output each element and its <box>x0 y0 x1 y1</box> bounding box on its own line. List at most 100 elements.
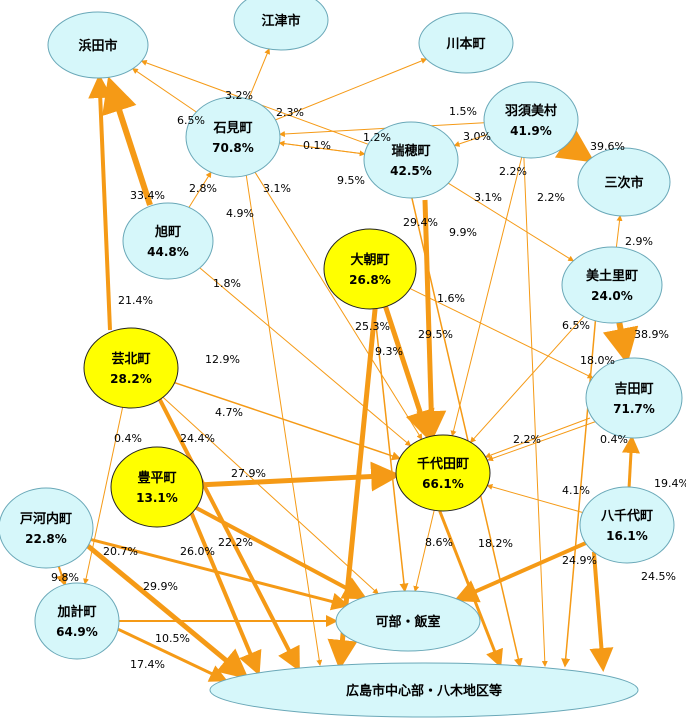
flow-label-yachiyo-to-kabe: 24.9% <box>562 554 597 567</box>
node-shape-tokouchi <box>0 487 94 569</box>
node-shape-kake <box>34 582 120 660</box>
flow-label-geihoku-to-kabe: 4.7% <box>215 406 243 419</box>
flow-label-tokouchi-to-kabe: 20.7% <box>103 545 138 558</box>
node-pct-toyohira: 13.1% <box>136 491 178 505</box>
flow-arrow-hasumi-to-miyoshi <box>554 127 595 163</box>
node-pct-oasa: 26.8% <box>349 273 391 287</box>
node-pct-chiyoda: 66.1% <box>422 477 464 491</box>
flow-label-iwami-to-kawamoto: 2.3% <box>276 106 304 119</box>
node-hiroshima: 広島市中心部・八木地区等 <box>209 662 639 718</box>
node-pct-yachiyo: 16.1% <box>606 529 648 543</box>
flow-arrow-iwami-to-gotsu <box>248 48 270 100</box>
flow-label-tokouchi-to-hiroshima: 29.9% <box>143 580 178 593</box>
flow-arrow-mitsuri-to-yoshida <box>602 322 639 365</box>
node-name-mitsuri: 美土里町 <box>586 268 638 284</box>
node-pct-kake: 64.9% <box>56 625 98 639</box>
node-shape-asahi <box>122 202 214 280</box>
flow-label-mitsuri-to-hiroshima: 18.0% <box>580 354 615 367</box>
flow-arrow-chiyoda-to-hiroshima <box>438 510 503 668</box>
flow-arrow-kake-to-hiroshima <box>117 627 228 682</box>
flow-label-yachiyo-to-chiyoda: 4.1% <box>562 484 590 497</box>
flow-arrow-hasumi-to-hiroshima <box>523 157 548 667</box>
flow-label-hasumi-to-mizuho: 3.0% <box>463 130 491 143</box>
flow-label-geihoku-to-hiroshima: 24.4% <box>180 432 215 445</box>
node-shape-oasa <box>323 228 417 310</box>
flow-arrows <box>56 48 640 682</box>
flow-label-mizuho-to-hamada: 1.2% <box>363 131 391 144</box>
node-shape-kabe <box>335 590 481 652</box>
node-shape-mitsuri <box>561 246 663 324</box>
flow-label-iwami-to-hiroshima: 4.9% <box>226 207 254 220</box>
node-name-toyohira: 豊平町 <box>137 470 176 486</box>
flow-label-hasumi-to-chiyoda: 2.2% <box>499 165 527 178</box>
flow-label-hasumi-to-hiroshima: 2.2% <box>537 191 565 204</box>
flow-arrow-yachiyo-to-yoshida <box>621 435 640 488</box>
node-yachiyo: 八千代町 16.1% <box>579 486 675 564</box>
flow-arrow-geihoku-to-kabe <box>162 396 379 595</box>
flow-arrow-toyohira-to-chiyoda <box>202 461 402 492</box>
flow-label-iwami-to-hamada: 6.5% <box>177 114 205 127</box>
flow-arrow-yachiyo-to-hiroshima <box>589 551 614 672</box>
node-shape-yoshida <box>585 357 683 439</box>
node-pct-mitsuri: 24.0% <box>591 289 633 303</box>
flow-arrow-oasa-to-chiyoda <box>382 304 435 441</box>
flow-arrow-tokouchi-to-kake <box>56 566 68 587</box>
node-pct-yoshida: 71.7% <box>613 402 655 416</box>
node-name-miyoshi: 三次市 <box>604 175 643 191</box>
flow-label-geihoku-to-hamada: 21.4% <box>118 294 153 307</box>
node-shape-gotsu <box>233 0 329 51</box>
flow-label-oasa-to-hiroshima: 25.3% <box>355 320 390 333</box>
flow-arrow-mitsuri-to-hiroshima <box>561 320 597 668</box>
flow-arrow-mizuho-to-hiroshima <box>411 197 523 668</box>
node-shape-geihoku <box>83 327 179 409</box>
node-shape-chiyoda <box>395 434 491 512</box>
node-pct-mizuho: 42.5% <box>390 164 432 178</box>
flow-label-mizuho-to-chiyoda: 29.4% <box>403 216 438 229</box>
flow-arrow-toyohira-to-hiroshima <box>189 512 262 676</box>
flow-arrow-chiyoda-to-kabe <box>413 510 435 593</box>
flow-percent-labels: 3.2%2.3%6.5%0.1%9.5%1.2%1.5%3.0%39.6%2.2… <box>51 89 686 671</box>
node-pct-geihoku: 28.2% <box>110 372 152 386</box>
flow-arrow-oasa-to-kabe <box>373 308 409 593</box>
flow-arrow-yoshida-to-chiyoda <box>487 419 601 462</box>
node-shape-yachiyo <box>579 486 675 564</box>
flow-arrow-hasumi-to-mizuho <box>453 134 488 147</box>
flow-arrow-geihoku-to-kake <box>83 407 124 585</box>
flow-label-asahi-to-chiyoda: 1.8% <box>213 277 241 290</box>
flow-label-asahi-to-hamada: 33.4% <box>130 189 165 202</box>
node-miyoshi: 三次市 <box>577 147 671 217</box>
node-toyohira: 豊平町 13.1% <box>110 446 204 528</box>
flow-arrow-yoshida-to-chiyoda <box>484 417 591 459</box>
node-shape-iwami <box>185 96 281 178</box>
node-name-yachiyo: 八千代町 <box>600 508 653 524</box>
flow-arrow-mitsuri-to-miyoshi <box>615 214 623 248</box>
node-shape-hasumi <box>483 81 579 159</box>
node-name-tokouchi: 戸河内町 <box>20 511 72 527</box>
node-name-kabe: 可部・飯室 <box>375 614 440 630</box>
node-name-asahi: 旭町 <box>154 224 181 240</box>
flow-arrow-hasumi-to-chiyoda <box>450 157 523 437</box>
node-name-iwami: 石見町 <box>212 121 252 136</box>
flow-label-iwami-to-chiyoda: 3.1% <box>263 182 291 195</box>
flow-arrow-yachiyo-to-chiyoda <box>486 483 583 513</box>
node-shape-kawamoto <box>418 12 514 74</box>
flow-label-iwami-to-gotsu: 3.2% <box>225 89 253 102</box>
node-kawamoto: 川本町 <box>418 12 514 74</box>
node-name-gotsu: 江津市 <box>261 13 300 29</box>
flow-arrow-geihoku-to-hamada <box>88 74 113 331</box>
node-name-hiroshima: 広島市中心部・八木地区等 <box>346 683 502 699</box>
flow-arrow-geihoku-to-hiroshima <box>158 398 300 672</box>
node-shape-miyoshi <box>577 147 671 217</box>
flow-label-oasa-to-kabe: 9.3% <box>375 345 403 358</box>
flow-label-mitsuri-to-miyoshi: 2.9% <box>625 235 653 248</box>
flow-label-kake-to-hiroshima: 17.4% <box>130 658 165 671</box>
flow-label-mizuho-to-iwami: 9.5% <box>337 174 365 187</box>
node-name-kawamoto: 川本町 <box>445 36 485 52</box>
node-shape-mizuho <box>363 121 459 199</box>
